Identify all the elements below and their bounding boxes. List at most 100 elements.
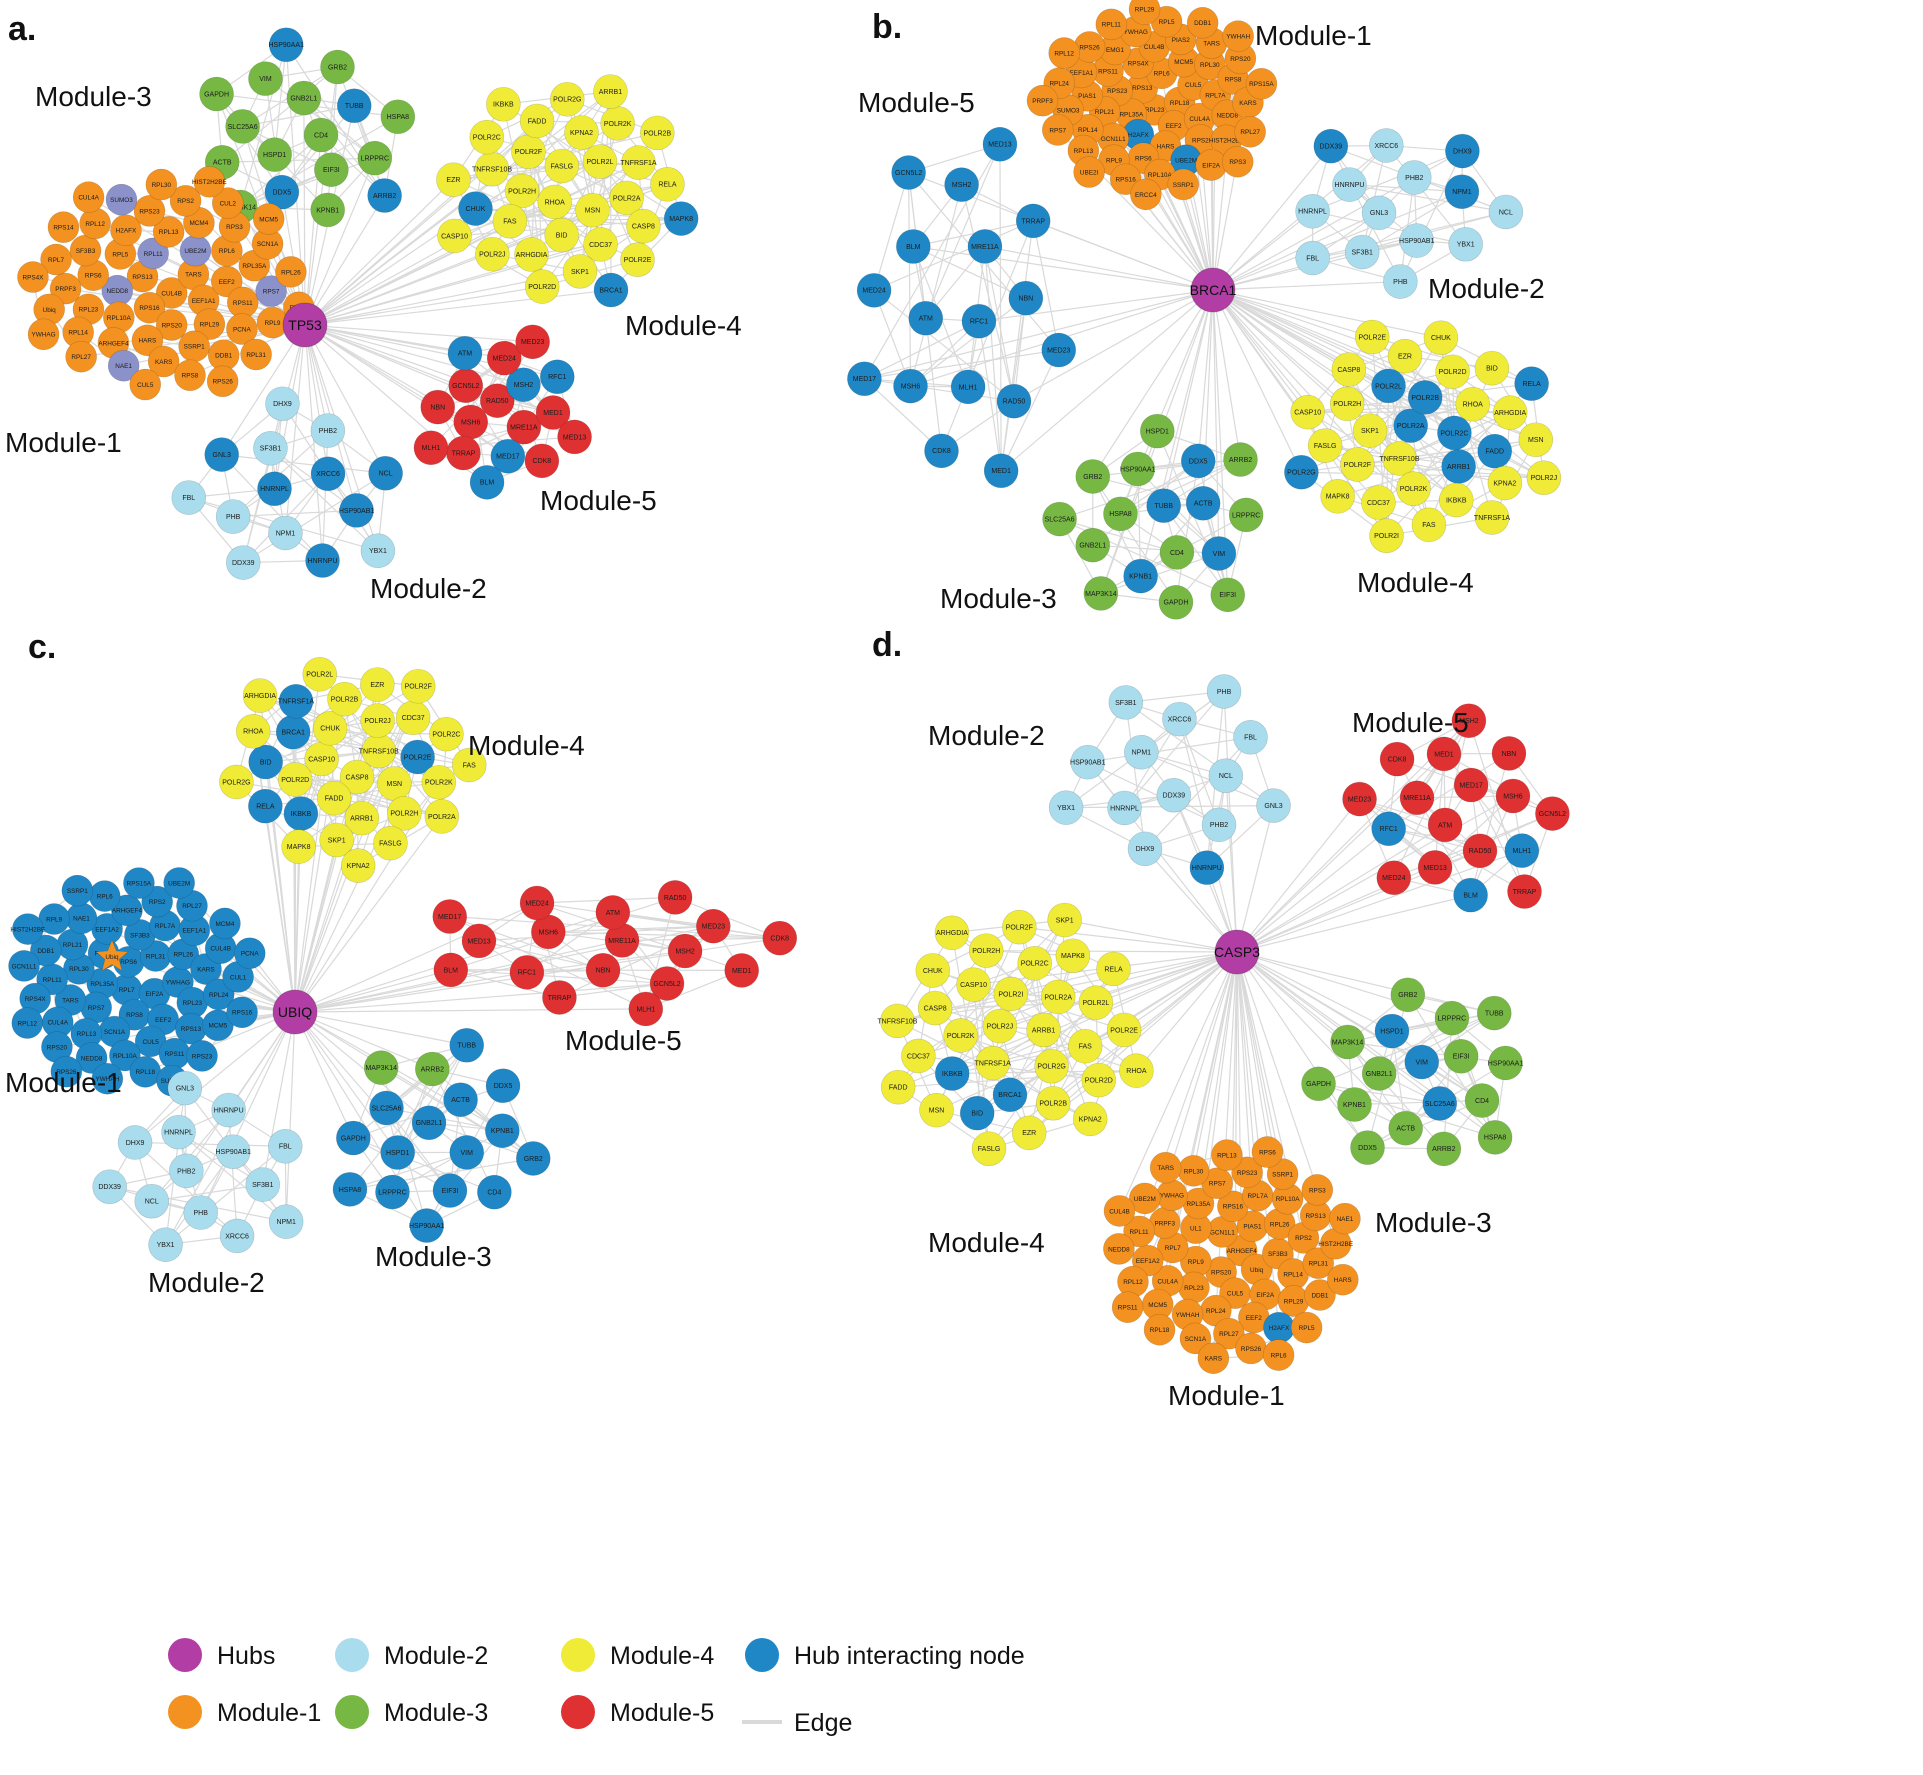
gene-node (1371, 368, 1406, 404)
gene-label: SCN1A (1185, 1336, 1207, 1343)
gene-label: EIF3I (1219, 592, 1236, 599)
gene-label: PHB2 (1210, 822, 1228, 829)
gene-label: KARS (155, 359, 172, 366)
gene-node (626, 208, 661, 244)
edge (294, 1011, 354, 1139)
gene-node (1179, 1322, 1212, 1355)
gene-label: MSN (387, 781, 403, 788)
gene-node (934, 1056, 970, 1091)
edge (304, 162, 639, 326)
gene-label: MED17 (1459, 782, 1482, 789)
gene-label: NEDD8 (106, 288, 128, 295)
gene-label: MRE11A (510, 425, 538, 432)
edge (304, 324, 466, 354)
edge (200, 1011, 296, 1213)
gene-label: FASLG (1314, 443, 1337, 450)
gene-label: ATM (919, 316, 933, 323)
gene-label: HSP90AB1 (339, 508, 375, 515)
gene-label: RPS16 (232, 1010, 253, 1017)
gene-node (310, 192, 345, 228)
gene-label: UBE2M (184, 248, 206, 255)
gene-label: GNL3 (176, 1086, 194, 1093)
gene-node (950, 369, 986, 405)
edge (612, 911, 780, 939)
gene-node (1047, 902, 1082, 938)
gene-node (411, 1105, 447, 1141)
gene-node (506, 367, 541, 403)
gene-label: RPS15A (127, 880, 152, 887)
gene-label: TARS (1203, 41, 1220, 48)
gene-label: LRPPRC (1232, 512, 1260, 519)
gene-node (137, 237, 169, 270)
gene-label: BLM (1463, 893, 1478, 900)
gene-label: MSN (1528, 437, 1544, 444)
gene-label: MRE11A (971, 244, 999, 251)
module-label: Module-1 (1168, 1380, 1285, 1411)
gene-label: CD4 (1475, 1098, 1489, 1105)
edge (1236, 951, 1483, 1102)
gene-node (539, 359, 575, 395)
gene-label: MED24 (525, 900, 548, 907)
gene-label: GCN1L1 (12, 963, 37, 970)
gene-label: RPL23 (183, 1000, 203, 1007)
gene-label: RPS8 (182, 373, 199, 380)
gene-label: RPL29 (200, 322, 220, 329)
edge (135, 1141, 286, 1147)
gene-node (1453, 767, 1489, 803)
edge (294, 982, 668, 1013)
gene-label: RPL35A (1119, 111, 1144, 118)
edge (1197, 460, 1229, 595)
gene-label: RPS3 (1229, 159, 1246, 166)
gene-label: CUL5 (1227, 1291, 1244, 1298)
legend-swatch-module-4 (561, 1638, 595, 1672)
gene-node (1361, 1056, 1397, 1091)
gene-label: DDB1 (37, 948, 54, 955)
gene-label: FASLG (978, 1146, 1001, 1153)
edge (1212, 289, 1309, 413)
gene-node (1445, 133, 1480, 169)
legend-label: Hubs (217, 1642, 275, 1670)
gene-label: ERCC4 (1135, 192, 1157, 199)
gene-label: SSRP1 (1272, 1172, 1293, 1179)
gene-label: RPS14 (53, 225, 74, 232)
gene-label: BRCA1 (599, 287, 622, 294)
gene-label: DDX5 (494, 1083, 513, 1090)
gene-label: DDB1 (215, 353, 232, 360)
gene-label: RELA (1522, 381, 1541, 388)
gene-label: CUL5 (1185, 82, 1202, 89)
gene-label: H2AFX (1128, 132, 1149, 139)
gene-node (992, 1077, 1028, 1113)
gene-node (447, 335, 483, 371)
gene-node (1337, 1087, 1372, 1122)
edge (1444, 720, 1470, 826)
gene-node (1434, 1000, 1470, 1036)
legend-swatch-module-1 (168, 1695, 202, 1729)
gene-label: RPL18 (1170, 100, 1190, 107)
gene-node (486, 340, 522, 376)
module-label: Module-5 (540, 485, 657, 516)
gene-label: POLR2E (1358, 334, 1386, 341)
panel-a: CD4HSPD1GNB2L1EIF3ISLC25A6TUBBDDX5VIMLRP… (5, 10, 742, 604)
gene-node (1222, 20, 1254, 52)
gene-label: CHUK (320, 726, 340, 733)
gene-node (134, 1183, 170, 1219)
gene-node (226, 996, 258, 1029)
gene-label: PCNA (233, 326, 251, 333)
gene-node (1371, 811, 1406, 847)
gene-label: PCNA (241, 951, 259, 958)
gene-label: RPS8 (1225, 76, 1242, 83)
gene-node (275, 256, 307, 288)
gene-node (233, 937, 266, 970)
gene-node (1075, 527, 1111, 563)
gene-label: RPL27 (71, 354, 91, 361)
gene-label: PRPF3 (1032, 98, 1053, 105)
gene-node (50, 1055, 83, 1088)
gene-label: SUMO3 (110, 197, 133, 204)
gene-node (1055, 938, 1091, 974)
gene-label: RPS3 (1309, 1187, 1326, 1194)
gene-label: RPS2 (1295, 1235, 1312, 1242)
gene-node (202, 1009, 234, 1042)
gene-node (1143, 1313, 1176, 1346)
gene-label: GCN5L2 (452, 383, 479, 390)
gene-node (278, 683, 314, 719)
